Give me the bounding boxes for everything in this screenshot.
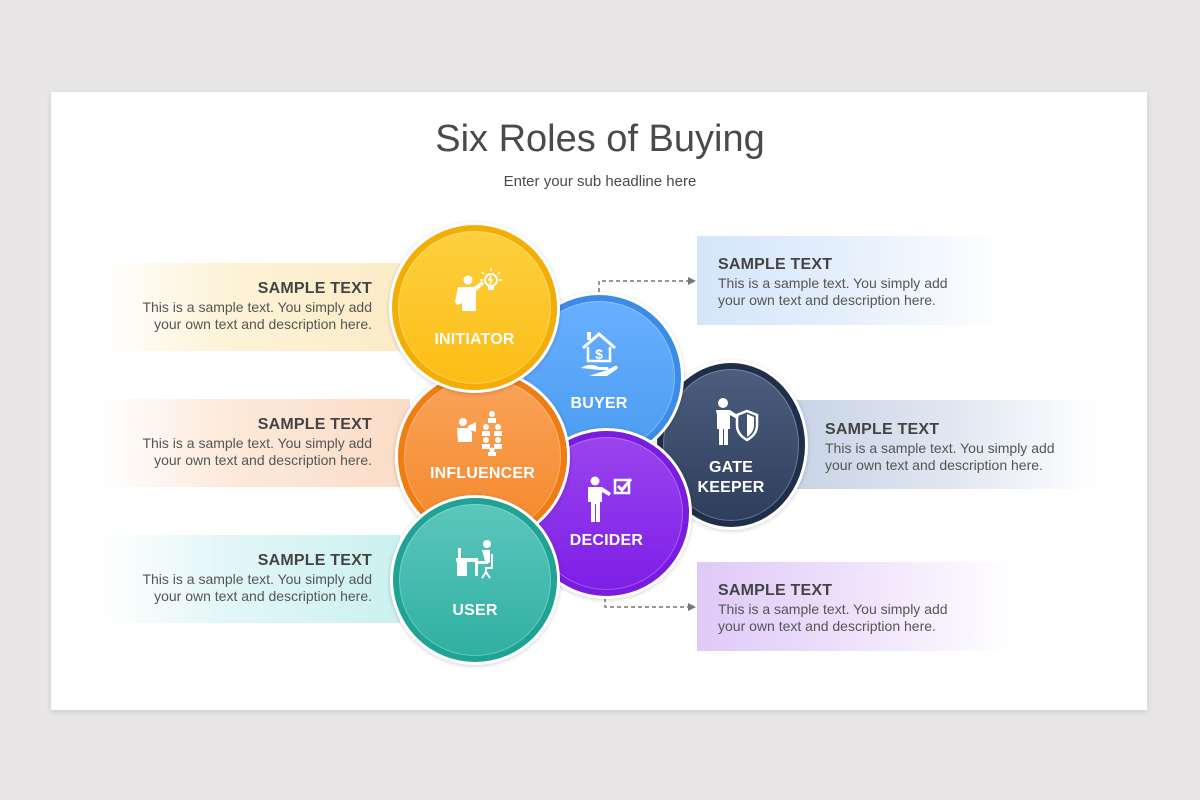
text-box-body: your own text and description here. (154, 588, 372, 604)
text-box-body: This is a sample text. You simply add (142, 299, 372, 315)
role-label-line: GATE (708, 459, 754, 476)
text-box-body: This is a sample text. You simply add (142, 435, 372, 451)
text-box-heading: SAMPLE TEXT (257, 416, 372, 433)
text-box-body: your own text and description here. (154, 316, 372, 332)
text-box-body: This is a sample text. You simply add (718, 275, 948, 291)
text-box-heading: SAMPLE TEXT (257, 280, 372, 297)
text-box-body: This is a sample text. You simply add (142, 571, 372, 587)
text-box-body: your own text and description here. (154, 452, 372, 468)
page-title: Six Roles of Buying (435, 118, 765, 160)
page-subtitle: Enter your sub headline here (503, 173, 697, 190)
svg-text:$: $ (595, 346, 603, 362)
connector-decider-arrow (604, 598, 696, 611)
person-megaphone-audience-icon (456, 411, 502, 456)
text-box-body: your own text and description here. (825, 457, 1043, 473)
text-box-heading: SAMPLE TEXT (718, 256, 833, 273)
role-label-line: KEEPER (697, 479, 765, 496)
text-box-heading: SAMPLE TEXT (718, 582, 833, 599)
person-lightbulb-icon (454, 268, 502, 311)
role-label-initiator: INITIATOR (434, 331, 515, 348)
person-shield-icon (716, 398, 759, 445)
text-box-left-middle: SAMPLE TEXT This is a sample text. You s… (100, 399, 410, 487)
person-at-desk-icon (456, 540, 493, 579)
connector-buyer-arrow (598, 277, 696, 292)
role-label-decider: DECIDER (569, 532, 644, 549)
text-box-right-top: SAMPLE TEXT This is a sample text. You s… (697, 236, 1007, 325)
text-box-heading: SAMPLE TEXT (257, 552, 372, 569)
text-box-right-bottom: SAMPLE TEXT This is a sample text. You s… (697, 562, 1017, 651)
role-label-influencer: INFLUENCER (429, 465, 536, 482)
house-dollar-hand-icon: $ (581, 332, 618, 376)
role-circle-user[interactable]: USER (390, 495, 560, 665)
text-box-heading: SAMPLE TEXT (825, 421, 940, 438)
text-box-body: This is a sample text. You simply add (718, 601, 948, 617)
person-checkbox-icon (587, 476, 632, 522)
role-label-buyer: BUYER (570, 395, 628, 412)
text-box-body: your own text and description here. (718, 618, 936, 634)
role-circle-initiator[interactable]: INITIATOR (389, 222, 560, 393)
text-box-left-bottom: SAMPLE TEXT This is a sample text. You s… (100, 535, 400, 623)
text-box-body: This is a sample text. You simply add (825, 440, 1055, 456)
text-box-left-top: SAMPLE TEXT This is a sample text. You s… (100, 263, 400, 351)
role-label-gatekeeper: GATE KEEPER (657, 458, 805, 498)
text-box-body: your own text and description here. (718, 292, 936, 308)
text-box-right-middle: SAMPLE TEXT This is a sample text. You s… (790, 400, 1100, 489)
role-label-user: USER (452, 602, 498, 619)
